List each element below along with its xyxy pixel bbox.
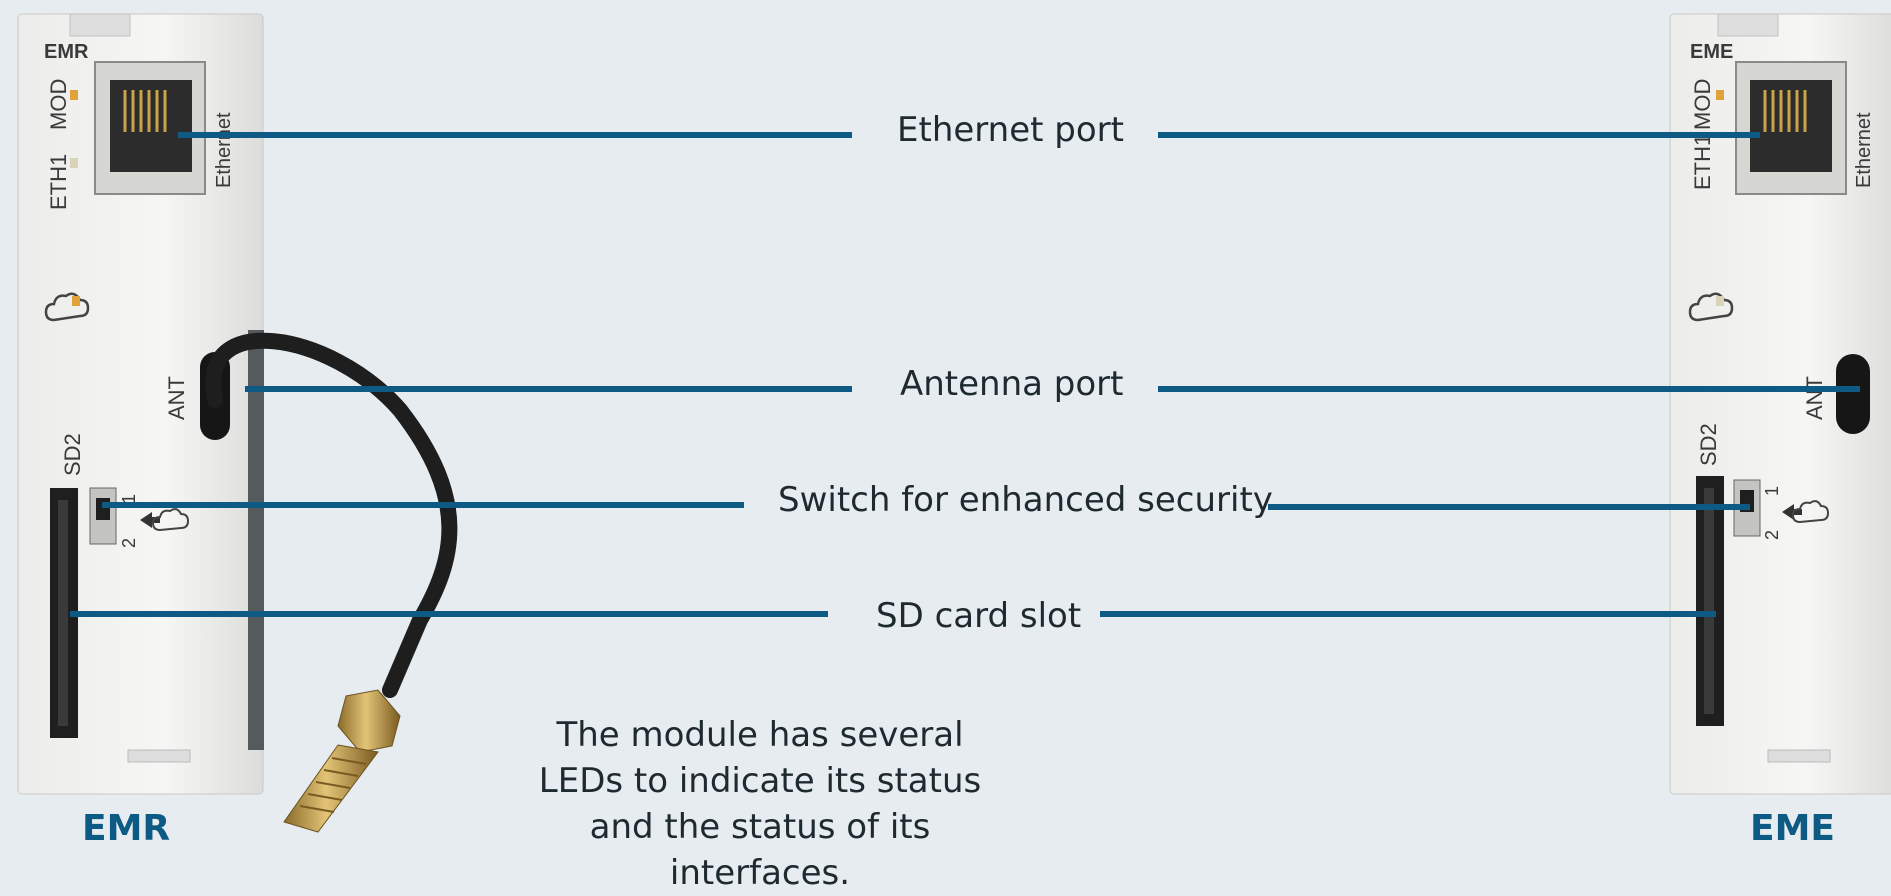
eme-ethernet-opening [1750,80,1832,172]
eme-ethernet-label: Ethernet [1853,112,1875,188]
arrow-icon [140,512,160,528]
sma-threaded-barrel [283,744,379,833]
security-switch-callout: Switch for enhanced security [778,480,1273,520]
eme-device-name: EME [1750,808,1836,849]
ethernet-port-callout: Ethernet port [897,110,1124,150]
led-status-caption: The module has several LEDs to indicate … [538,715,982,893]
eme-sd2-label: SD2 [1696,423,1721,466]
emr-switch-lever [96,498,110,520]
emr-module: EMR MOD ETH1 Ethernet ANT SD2 1 2 [17,13,264,795]
emr-model-label: EMR [44,41,89,63]
emr-top-clip [69,13,131,37]
sd-card-slot-callout: SD card slot [876,596,1082,636]
eme-mod-label: MOD [1690,79,1715,130]
eme-ethernet-pins [1763,90,1807,132]
eme-sd-slot-inner [1704,488,1714,714]
emr-led-mod [70,90,78,100]
eme-eth1-label: ETH1 [1690,134,1715,190]
eme-top-clip [1717,13,1779,37]
antenna-cable [205,332,458,833]
eme-led-mod [1716,90,1724,100]
cloud-icon [1688,292,1734,322]
emr-device-name: EMR [82,808,171,849]
eme-housing [1669,13,1891,795]
diagram-canvas: EMR MOD ETH1 Ethernet ANT SD2 1 2 [17,13,1891,833]
emr-bottom-clip [127,749,191,763]
emr-ethernet-opening [110,80,192,172]
leader-lines [70,132,1860,617]
sma-hex-nut [337,689,401,753]
arrow-icon [1782,504,1802,520]
eme-model-label: EME [1690,41,1733,63]
eme-antenna-socket [1836,354,1870,434]
eme-ant-label: ANT [1802,376,1827,420]
cloud-icon [44,292,90,322]
eme-led-cloud [1716,296,1724,306]
antenna-port-callout: Antenna port [900,364,1124,404]
cloud-icon [1791,500,1830,524]
emr-mod-label: MOD [46,79,71,130]
emr-eth1-label: ETH1 [46,154,71,210]
eme-switch-pos1: 1 [1762,486,1782,496]
emr-ethernet-pins [123,90,167,132]
emr-switch-pos2: 2 [119,538,139,548]
emr-side-rail [248,330,264,750]
emr-ant-label: ANT [164,376,189,420]
eme-module: EME MOD ETH1 Ethernet ANT SD2 1 2 [1669,13,1891,795]
emr-sd-slot-inner [58,500,68,726]
cloud-icon [151,508,190,532]
emr-led-eth1 [70,158,78,168]
emr-ethernet-label: Ethernet [213,112,235,188]
emr-switch-pos1: 1 [119,494,139,504]
eme-switch-pos2: 2 [1762,530,1782,540]
emr-sd2-label: SD2 [60,433,85,476]
eme-bottom-clip [1767,749,1831,763]
emr-led-cloud [72,296,80,306]
